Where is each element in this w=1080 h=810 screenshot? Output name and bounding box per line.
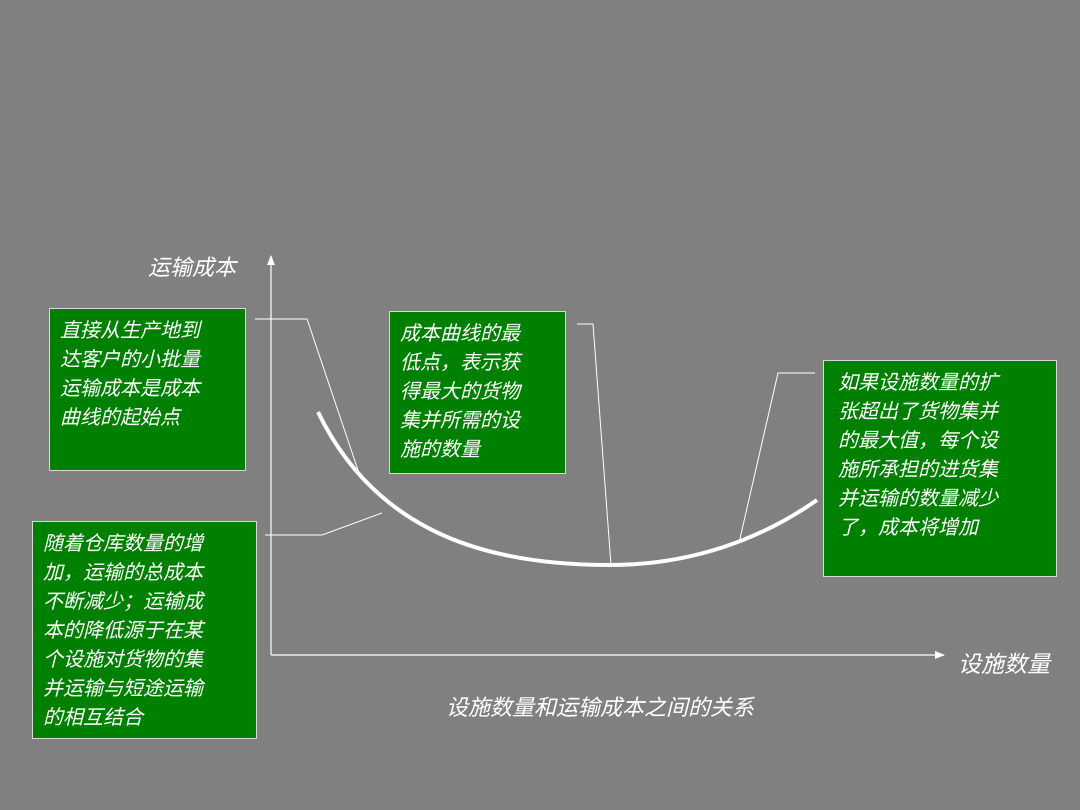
leader-decline bbox=[265, 512, 383, 536]
annotation-decline: 随着仓库数量的增 加，运输的总成本 不断减少；运输成 本的降低源于在某 个设施对… bbox=[32, 521, 257, 739]
annotation-minimum-point: 成本曲线的最 低点，表示获 得最大的货物 集并所需的设 施的数量 bbox=[389, 311, 566, 474]
leader-expand bbox=[738, 372, 815, 544]
annotation-expansion: 如果设施数量的扩 张超出了货物集并 的最大值，每个设 施所承担的进货集 并运输的… bbox=[823, 360, 1057, 577]
diagram-caption: 设施数量和运输成本之间的关系 bbox=[446, 696, 755, 721]
y-axis-label: 运输成本 bbox=[148, 256, 237, 281]
x-axis-label: 设施数量 bbox=[958, 652, 1050, 678]
cost-curve bbox=[316, 411, 819, 568]
leader-start bbox=[255, 318, 362, 480]
leader-min bbox=[577, 323, 612, 566]
annotation-start-point: 直接从生产地到 达客户的小批量 运输成本是成本 曲线的起始点 bbox=[49, 308, 246, 471]
